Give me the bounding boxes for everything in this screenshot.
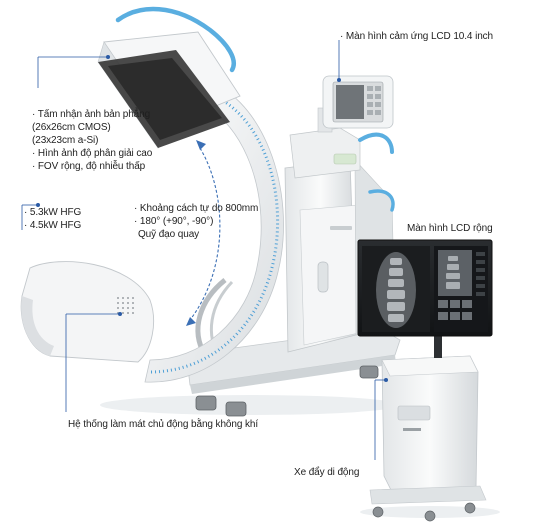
label-distance-rotation: · Khoảng cách tự do 800mm · 180° (+90°, … bbox=[134, 202, 258, 241]
distance-line-1: · Khoảng cách tự do 800mm bbox=[134, 203, 259, 214]
leader-lines bbox=[21, 40, 386, 460]
distance-line-2: · 180° (+90°, -90°) bbox=[134, 216, 214, 227]
generator-line-2: · 4.5kW HFG bbox=[24, 220, 82, 231]
floor-shadow bbox=[100, 395, 400, 415]
flat-panel-line-2: (26x26cm CMOS) bbox=[32, 122, 111, 133]
label-flat-panel: · Tấm nhận ảnh bản phẳng (26x26cm CMOS) … bbox=[32, 108, 152, 173]
touch-lcd bbox=[317, 75, 394, 133]
c-arm bbox=[20, 6, 284, 383]
label-generator: · 5.3kW HFG · 4.5kW HFG bbox=[24, 206, 81, 232]
label-mobile-cart: Xe đẩy di động bbox=[294, 467, 360, 478]
flat-panel-line-1: · Tấm nhận ảnh bản phẳng bbox=[32, 109, 151, 120]
label-cooling: Hệ thống làm mát chủ động bằng không khí bbox=[68, 419, 259, 430]
flat-panel-line-4: · Hình ảnh độ phân giải cao bbox=[32, 148, 153, 159]
label-wide-lcd: Màn hình LCD rộng bbox=[407, 223, 493, 234]
flat-panel-line-3: (23x23cm a-Si) bbox=[32, 135, 99, 146]
label-touch-lcd: · Màn hình cảm ứng LCD 10.4 inch bbox=[340, 31, 494, 42]
monitor-cart bbox=[357, 239, 493, 522]
flat-panel-line-5: · FOV rộng, độ nhiễu thấp bbox=[32, 161, 146, 172]
generator-line-1: · 5.3kW HFG bbox=[24, 207, 82, 218]
distance-line-3: Quỹ đạo quay bbox=[138, 229, 200, 240]
